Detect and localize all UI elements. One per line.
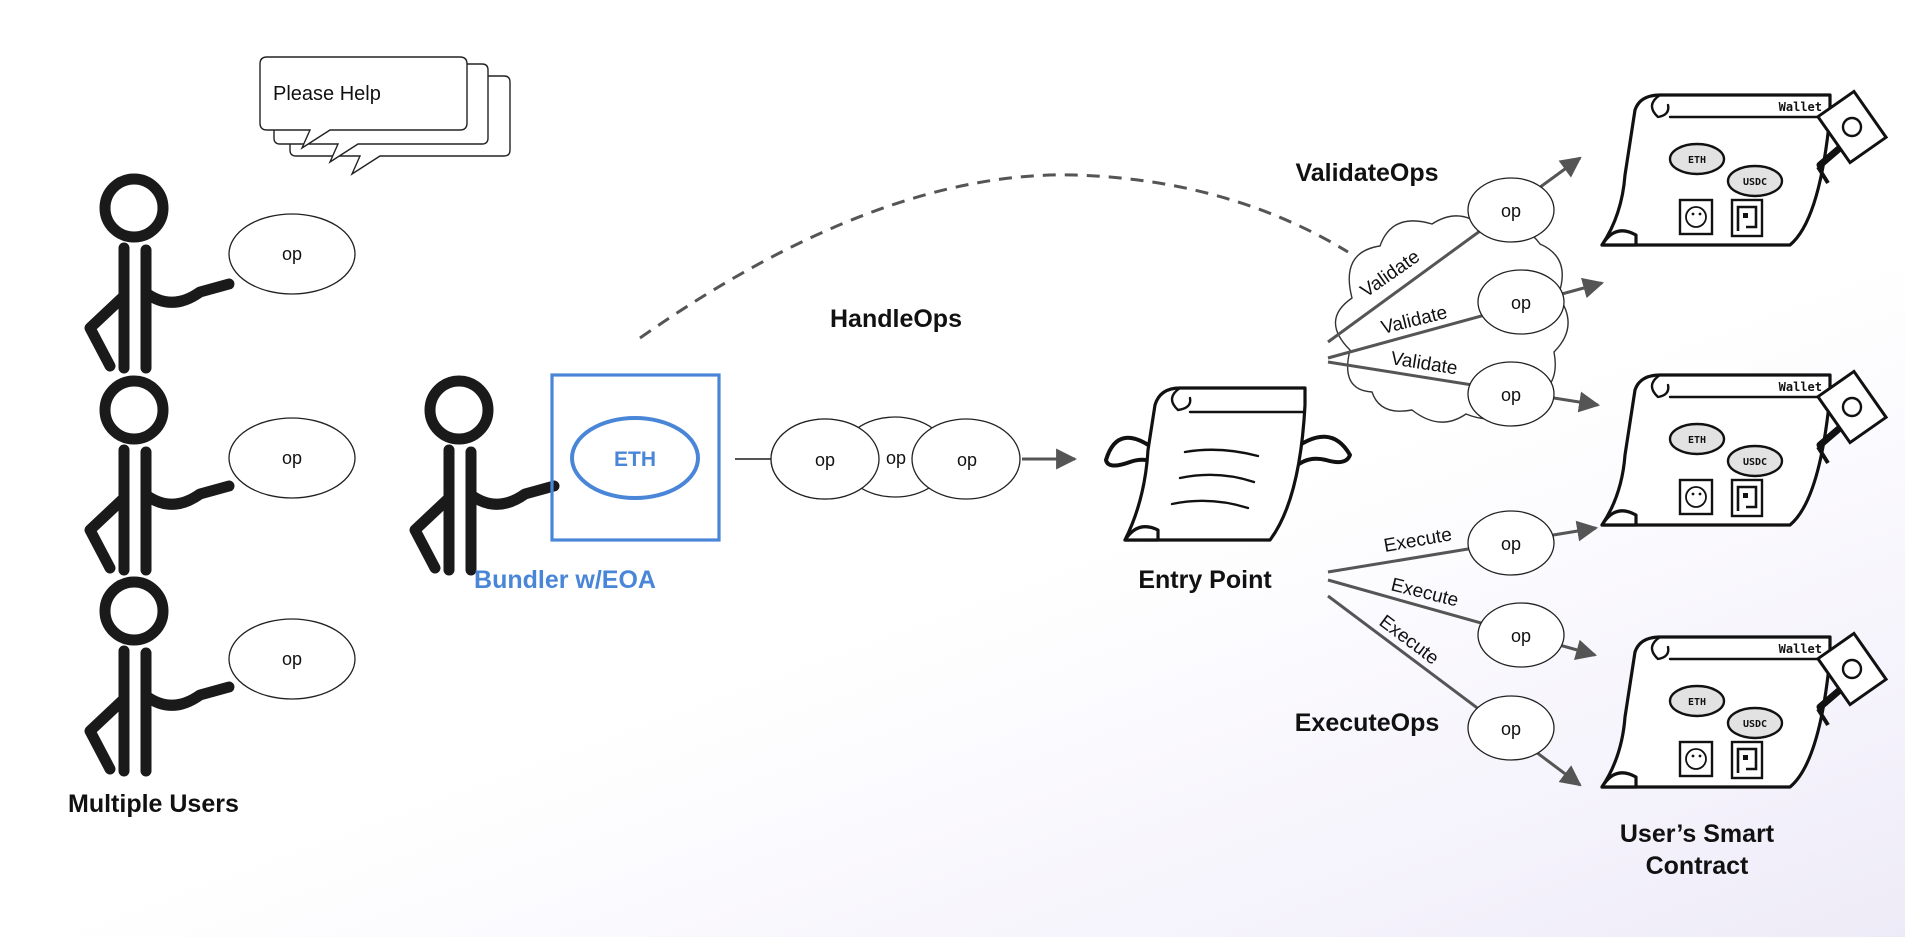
label-validate-ops: ValidateOps [1295, 159, 1438, 187]
svg-text:op: op [282, 448, 302, 468]
smart-contract-wallet-1: Wallet ETH USDC [1602, 91, 1886, 245]
svg-text:op: op [1511, 293, 1531, 313]
svg-text:ETH: ETH [1688, 155, 1706, 166]
execute-op-3: op [1467, 695, 1555, 761]
user-figure-3 [90, 582, 229, 771]
bundled-ops: op op op [770, 416, 1021, 500]
user-figure-1 [90, 179, 229, 368]
svg-text:Wallet: Wallet [1779, 642, 1822, 656]
execute-arrow-1 [1327, 520, 1599, 574]
svg-text:ETH: ETH [614, 448, 656, 471]
user-op-1: op [228, 213, 356, 295]
smart-contract-wallet-3: Wallet ETH USDC [1602, 633, 1886, 787]
validate-op-1: op [1467, 177, 1555, 243]
svg-text:op: op [815, 450, 835, 470]
svg-text:op: op [886, 448, 906, 468]
svg-text:USDC: USDC [1743, 719, 1767, 730]
execute-op-1: op [1467, 510, 1555, 576]
svg-text:USDC: USDC [1743, 457, 1767, 468]
svg-text:op: op [1501, 385, 1521, 405]
svg-text:op: op [282, 649, 302, 669]
label-users-smart-contract-line2: Contract [1646, 852, 1749, 880]
label-users-smart-contract-line1: User’s Smart [1620, 820, 1775, 848]
svg-text:op: op [957, 450, 977, 470]
bundler-eth-token: ETH [570, 416, 700, 500]
label-entry-point: Entry Point [1138, 566, 1272, 594]
svg-text:op: op [282, 244, 302, 264]
validate-op-3: op [1467, 361, 1555, 427]
svg-text:ETH: ETH [1688, 697, 1706, 708]
execute-op-2: op [1477, 602, 1565, 668]
svg-text:Wallet: Wallet [1779, 380, 1822, 394]
bundler-eoa-box [550, 373, 721, 542]
svg-text:op: op [1501, 719, 1521, 739]
label-handle-ops: HandleOps [830, 305, 962, 333]
smart-contract-wallet-2: Wallet ETH USDC [1602, 371, 1886, 525]
bundler-figure [415, 381, 554, 570]
svg-text:op: op [1511, 626, 1531, 646]
label-execute-ops: ExecuteOps [1295, 709, 1440, 737]
label-bundler: Bundler w/EOA [474, 566, 656, 594]
speech-bubble-stack: Please Help [259, 56, 511, 176]
user-op-3: op [228, 618, 356, 700]
user-op-2: op [228, 417, 356, 499]
svg-text:op: op [1501, 534, 1521, 554]
svg-text:op: op [1501, 201, 1521, 221]
speech-bubble-text: Please Help [273, 83, 381, 105]
svg-text:USDC: USDC [1743, 177, 1767, 188]
dashed-flow-curve [639, 173, 1349, 340]
label-multiple-users: Multiple Users [68, 790, 239, 818]
entry-point-contract [1104, 386, 1352, 542]
svg-text:Wallet: Wallet [1779, 100, 1822, 114]
svg-text:ETH: ETH [1688, 435, 1706, 446]
user-figure-2 [90, 381, 229, 570]
validate-op-2: op [1477, 269, 1565, 335]
